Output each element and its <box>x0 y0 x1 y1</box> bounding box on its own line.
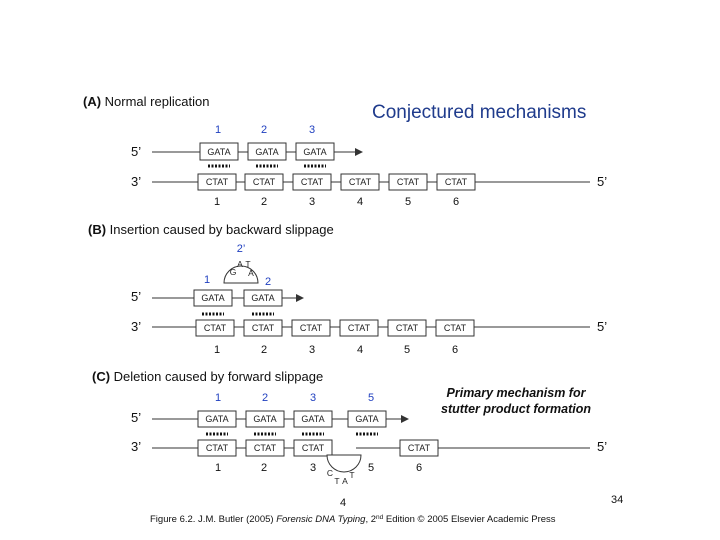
panel-a-bottom-number: 2 <box>261 196 267 208</box>
panel-a-gata-text: GATA <box>207 147 230 157</box>
panel-b-ctat-text: CTAT <box>204 323 227 333</box>
panel-c-gata-text: GATA <box>355 414 378 424</box>
panel-b-ctat-text: CTAT <box>252 323 275 333</box>
panel-a-ctat-text: CTAT <box>445 177 468 187</box>
panel-a-5prime-top: 5’ <box>131 144 141 159</box>
panel-c-5prime-top: 5’ <box>131 410 141 425</box>
panel-c-bottom-number: 3 <box>310 462 316 474</box>
panel-a-gata-text: GATA <box>255 147 278 157</box>
panel-c-top-number: 2 <box>262 392 268 404</box>
panel-c-loop-letter: C <box>327 468 333 478</box>
panel-b: (B) Insertion caused by backward slippag… <box>88 222 607 356</box>
page-number: 34 <box>611 494 623 506</box>
panel-a-ctat-text: CTAT <box>206 177 229 187</box>
panel-a-gata-text: GATA <box>303 147 326 157</box>
panel-a-bottom-number: 5 <box>405 196 411 208</box>
panel-c-gata-text: GATA <box>301 414 324 424</box>
panel-b-loop-number: 2’ <box>237 243 246 255</box>
panel-b-loop-letter: A <box>237 259 243 269</box>
panel-a-top-number: 3 <box>309 124 315 136</box>
panel-c-bottom-number: 6 <box>416 462 422 474</box>
panel-b-ctat-text: CTAT <box>348 323 371 333</box>
panel-b-top-number: 1 <box>204 274 210 286</box>
panel-c-3prime: 3’ <box>131 439 141 454</box>
panel-a-bottom-number: 6 <box>453 196 459 208</box>
figure-caption: Figure 6.2. J.M. Butler (2005) Forensic … <box>150 514 556 526</box>
panel-b-bottom-number: 3 <box>309 344 315 356</box>
panel-c-top-number: 1 <box>215 392 221 404</box>
panel-b-gata-text: GATA <box>201 293 224 303</box>
panel-b-bottom-number: 5 <box>404 344 410 356</box>
panel-c-bottom-number: 2 <box>261 462 267 474</box>
panel-a-ctat-text: CTAT <box>301 177 324 187</box>
panel-c-top-number: 3 <box>310 392 316 404</box>
primary-mechanism-note: Primary mechanism for <box>447 386 587 400</box>
panel-a-5prime-bottom: 5’ <box>597 174 607 189</box>
panel-a-ctat-text: CTAT <box>349 177 372 187</box>
panel-c-ctat-text: CTAT <box>408 443 431 453</box>
panel-a-label: (A) Normal replication <box>83 94 209 109</box>
panel-b-loop-letter: A <box>248 268 254 278</box>
panel-b-label: (B) Insertion caused by backward slippag… <box>88 222 334 237</box>
panel-a-top-number: 2 <box>261 124 267 136</box>
primary-mechanism-note: stutter product formation <box>441 402 591 416</box>
panel-c-label: (C) Deletion caused by forward slippage <box>92 369 323 384</box>
panel-c-gata-text: GATA <box>205 414 228 424</box>
panel-a-ctat-text: CTAT <box>397 177 420 187</box>
panel-b-bottom-number: 2 <box>261 344 267 356</box>
panel-a-3prime: 3’ <box>131 174 141 189</box>
panel-c-loop-letter: T <box>334 476 339 486</box>
panel-c-ctat-text: CTAT <box>302 443 325 453</box>
panel-a-bottom-number: 1 <box>214 196 220 208</box>
panel-a-bottom-number: 4 <box>357 196 363 208</box>
panel-c-bottom-number: 5 <box>368 462 374 474</box>
panel-b-gata-text: GATA <box>251 293 274 303</box>
panel-a-bottom-number: 3 <box>309 196 315 208</box>
panel-b-bottom-number: 4 <box>357 344 363 356</box>
panel-c-5prime-bottom: 5’ <box>597 439 607 454</box>
panel-b-5prime-bottom: 5’ <box>597 319 607 334</box>
panel-b-bottom-number: 1 <box>214 344 220 356</box>
slide-title: Conjectured mechanisms <box>372 102 586 123</box>
panel-c-ctat-text: CTAT <box>206 443 229 453</box>
panel-c-ctat-text: CTAT <box>254 443 277 453</box>
panel-a-ctat-text: CTAT <box>253 177 276 187</box>
panel-b-5prime-top: 5’ <box>131 289 141 304</box>
panel-c-loop-letter: A <box>342 476 348 486</box>
panel-b-bottom-number: 6 <box>452 344 458 356</box>
panel-b-ctat-text: CTAT <box>300 323 323 333</box>
panel-b-ctat-text: CTAT <box>396 323 419 333</box>
panel-b-3prime: 3’ <box>131 319 141 334</box>
panel-c-bottom-number: 1 <box>215 462 221 474</box>
panel-b-ctat-text: CTAT <box>444 323 467 333</box>
panel-b-loop-letter: G <box>230 267 237 277</box>
panel-c-top-number: 5 <box>368 392 374 404</box>
panel-c-loop-letter: T <box>349 470 354 480</box>
panel-c-loop-number: 4 <box>340 497 346 509</box>
panel-b-top-number: 2 <box>265 276 271 288</box>
panel-a-top-number: 1 <box>215 124 221 136</box>
panel-c-gata-text: GATA <box>253 414 276 424</box>
